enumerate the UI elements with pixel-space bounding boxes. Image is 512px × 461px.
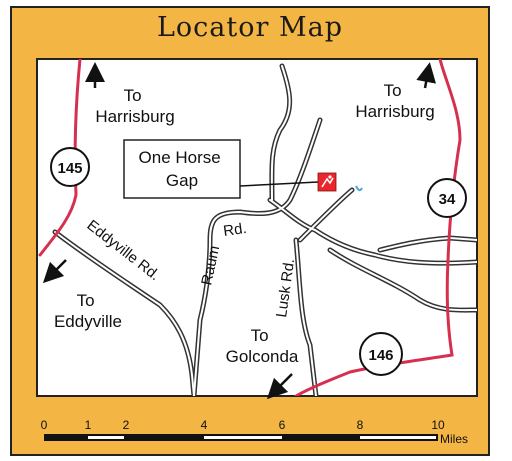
callout-box bbox=[123, 139, 241, 199]
route-shield-146: 146 bbox=[359, 332, 403, 376]
scale-tick: 4 bbox=[201, 418, 208, 432]
callout-leader bbox=[239, 181, 319, 187]
route-shield-34: 34 bbox=[427, 178, 467, 218]
place-label-harrisburg-ne: To Harrisburg bbox=[355, 81, 434, 121]
map-title: Locator Map bbox=[156, 12, 344, 43]
svg-text:146: 146 bbox=[368, 347, 393, 364]
trailhead-marker-icon bbox=[317, 172, 337, 192]
place-label-golconda: To Golconda bbox=[226, 326, 299, 366]
scale-tick: 1 bbox=[85, 418, 92, 432]
highways bbox=[38, 59, 462, 396]
svg-text:145: 145 bbox=[57, 160, 82, 177]
local-roads bbox=[52, 63, 477, 396]
scale-tick: 0 bbox=[41, 418, 48, 432]
map-panel bbox=[36, 58, 478, 397]
place-label-eddyville: To Eddyville bbox=[54, 291, 122, 331]
route-shield-145: 145 bbox=[50, 147, 90, 187]
callout-label: One Horse Gap bbox=[139, 148, 226, 190]
scale-tick: 8 bbox=[357, 418, 364, 432]
scale-tick: 10 bbox=[431, 418, 445, 432]
svg-text:34: 34 bbox=[439, 191, 456, 208]
scale-unit: Miles bbox=[440, 432, 468, 446]
scale-tick: 6 bbox=[279, 418, 286, 432]
southwest-arrow-icon bbox=[42, 259, 67, 284]
scale-bar: 0 1 2 4 6 8 10 Miles bbox=[41, 418, 468, 446]
southwest-arrow-icon bbox=[266, 373, 293, 400]
water-feature bbox=[355, 185, 363, 192]
northeast-arrow-icon bbox=[416, 62, 436, 89]
scale-tick: 2 bbox=[123, 418, 130, 432]
road-label-raum-rd: Rd. bbox=[222, 220, 247, 240]
place-label-harrisburg-nw: To Harrisburg bbox=[95, 86, 174, 126]
